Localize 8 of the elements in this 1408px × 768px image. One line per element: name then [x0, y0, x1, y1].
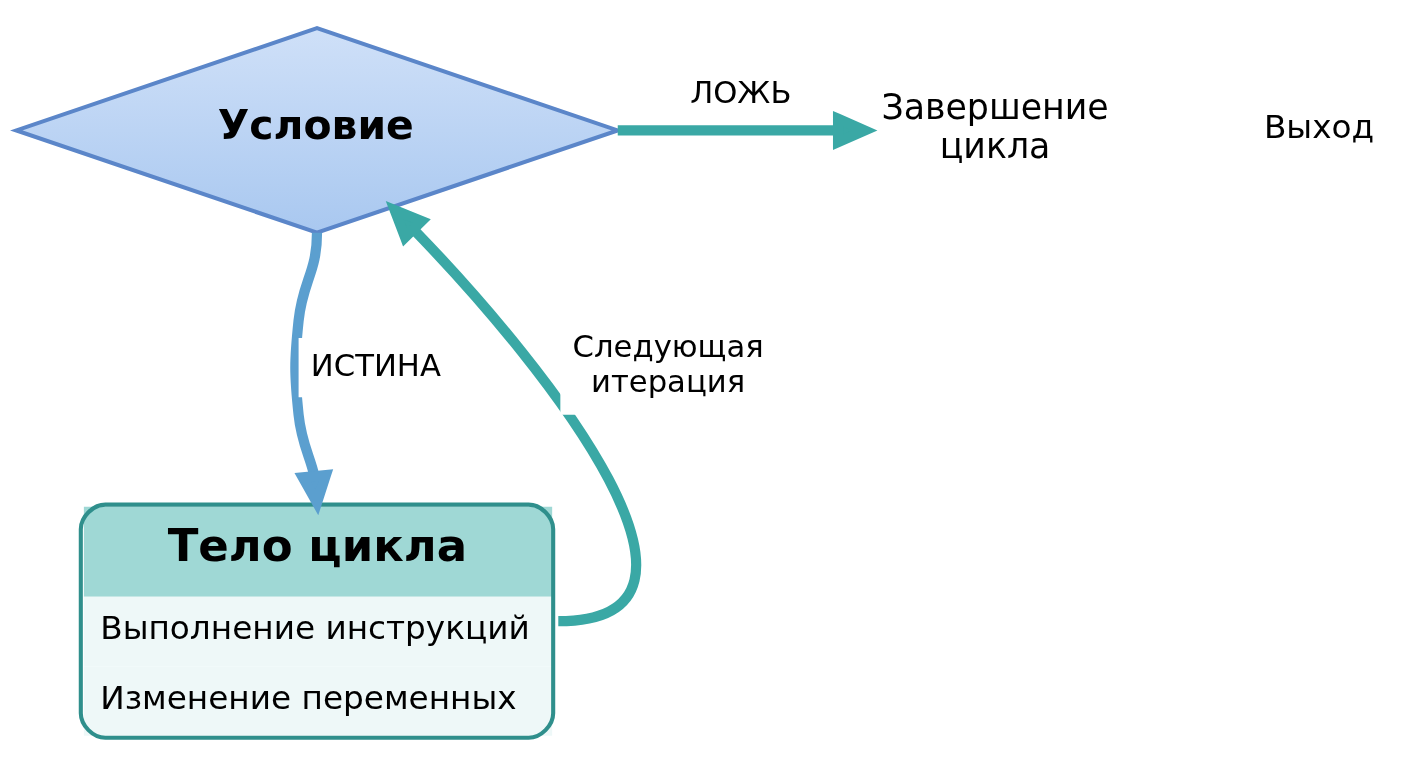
- arrow: [385, 201, 641, 627]
- edge-label: ИСТИНА: [310, 347, 441, 383]
- label: Выход: [1263, 108, 1375, 147]
- arrow: [290, 232, 334, 516]
- arrow: [617, 110, 878, 150]
- edge-label: ЛОЖЬ: [690, 74, 792, 110]
- edge-label: Следующая итерация: [572, 329, 764, 400]
- node-text: Завершение цикла: [881, 87, 1109, 167]
